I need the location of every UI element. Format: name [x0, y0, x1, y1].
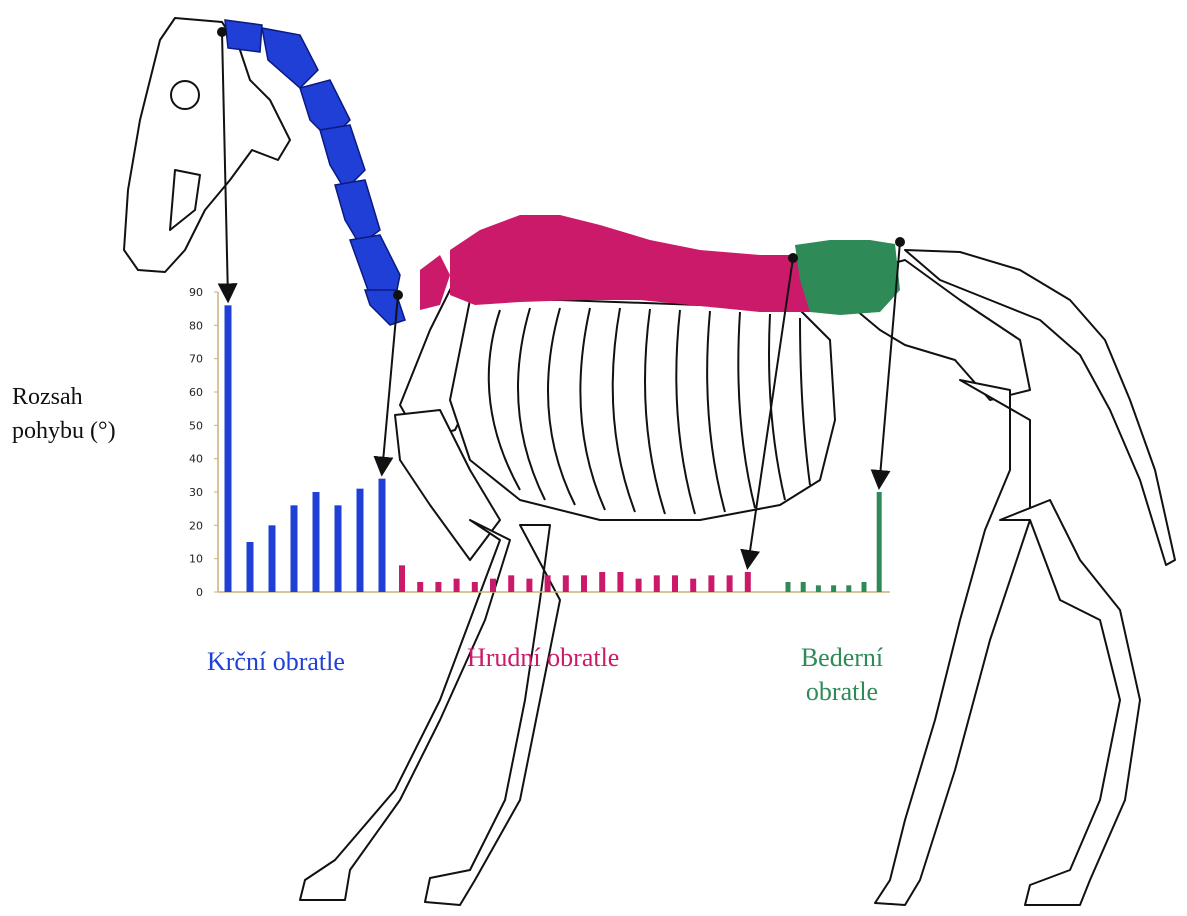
arrow-3: [748, 258, 793, 566]
y-tick-label: 80: [189, 319, 203, 332]
arrow-4: [879, 242, 900, 486]
y-tick-label: 20: [189, 519, 203, 532]
y-tick-label: 70: [189, 353, 203, 366]
y-axis-label-line2: pohybu (°): [12, 414, 116, 448]
bar-cervical-3: [269, 525, 276, 592]
bar-thoracic-1: [399, 565, 405, 592]
bar-thoracic-13: [617, 572, 623, 592]
bar-thoracic-12: [599, 572, 605, 592]
lumbar-label: Bederní obratle: [772, 641, 912, 709]
y-axis-label-line1: Rozsah: [12, 380, 116, 414]
thoracic-label: Hrudní obratle: [467, 641, 619, 675]
bar-thoracic-11: [581, 575, 587, 592]
y-tick-label: 10: [189, 553, 203, 566]
bar-thoracic-2: [417, 582, 423, 592]
y-axis-label: Rozsah pohybu (°): [12, 380, 116, 448]
bar-thoracic-8: [526, 579, 532, 592]
arrow-1: [222, 32, 228, 299]
bar-cervical-4: [291, 505, 298, 592]
y-tick-label: 60: [189, 386, 203, 399]
y-tick-label: 30: [189, 486, 203, 499]
bar-thoracic-5: [472, 582, 478, 592]
bar-lumbar-2: [801, 582, 806, 592]
arrow-2: [382, 295, 398, 473]
bar-thoracic-9: [545, 575, 551, 592]
lumbar-label-line1: Bederní: [772, 641, 912, 675]
bar-thoracic-7: [508, 575, 514, 592]
y-tick-label: 0: [196, 586, 203, 599]
bar-cervical-5: [313, 492, 320, 592]
bar-cervical-1: [225, 305, 232, 592]
bar-thoracic-15: [654, 575, 660, 592]
bar-lumbar-5: [846, 585, 851, 592]
bar-thoracic-16: [672, 575, 678, 592]
bar-cervical-6: [335, 505, 342, 592]
y-tick-label: 50: [189, 419, 203, 432]
bar-thoracic-19: [727, 575, 733, 592]
bar-thoracic-6: [490, 579, 496, 592]
bar-lumbar-6: [862, 582, 867, 592]
y-tick-label: 90: [189, 286, 203, 299]
bar-thoracic-20: [745, 572, 751, 592]
y-tick-label: 40: [189, 453, 203, 466]
cervical-label: Krční obratle: [207, 645, 345, 679]
bar-thoracic-18: [708, 575, 714, 592]
bar-lumbar-7: [877, 492, 882, 592]
bar-cervical-8: [379, 479, 386, 592]
bar-lumbar-4: [831, 585, 836, 592]
bar-lumbar-3: [816, 585, 821, 592]
bar-cervical-7: [357, 489, 364, 592]
bar-thoracic-14: [636, 579, 642, 592]
bar-cervical-2: [247, 542, 254, 592]
bar-thoracic-4: [454, 579, 460, 592]
lumbar-label-line2: obratle: [772, 675, 912, 709]
bar-thoracic-17: [690, 579, 696, 592]
bar-thoracic-10: [563, 575, 569, 592]
bar-lumbar-1: [786, 582, 791, 592]
bar-thoracic-3: [435, 582, 441, 592]
